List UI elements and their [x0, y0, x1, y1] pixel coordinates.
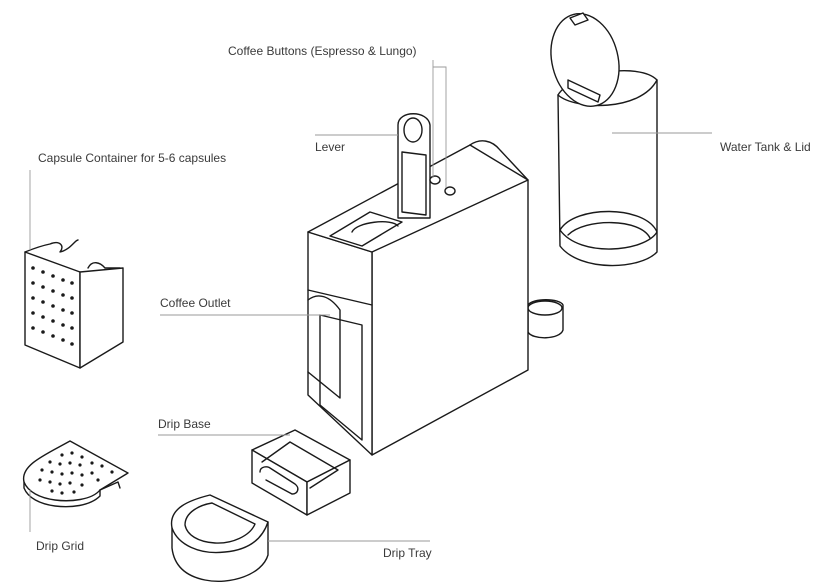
label-coffee-outlet: Coffee Outlet: [160, 296, 231, 310]
drip-grid: [23, 440, 129, 508]
leader-coffee-buttons-2: [433, 66, 447, 188]
label-drip-grid: Drip Grid: [36, 539, 84, 553]
label-drip-base: Drip Base: [158, 417, 211, 431]
drip-base: [251, 429, 351, 516]
drip-grid-holes: [38, 451, 114, 495]
capsule-container: [24, 239, 124, 369]
drip-tray: [170, 494, 269, 582]
label-water-tank: Water Tank & Lid: [720, 140, 811, 154]
leader-lines: [29, 60, 712, 542]
coffee-machine-body: [307, 140, 564, 456]
label-drip-tray: Drip Tray: [383, 546, 432, 560]
label-coffee-buttons: Coffee Buttons (Espresso & Lungo): [228, 44, 417, 58]
coffee-buttons: [429, 175, 456, 196]
label-capsule-container: Capsule Container for 5-6 capsules: [38, 151, 226, 165]
water-tank-and-lid: [550, 12, 658, 267]
capsule-container-holes: [31, 266, 74, 346]
lever: [397, 113, 431, 219]
label-lever: Lever: [315, 140, 345, 154]
